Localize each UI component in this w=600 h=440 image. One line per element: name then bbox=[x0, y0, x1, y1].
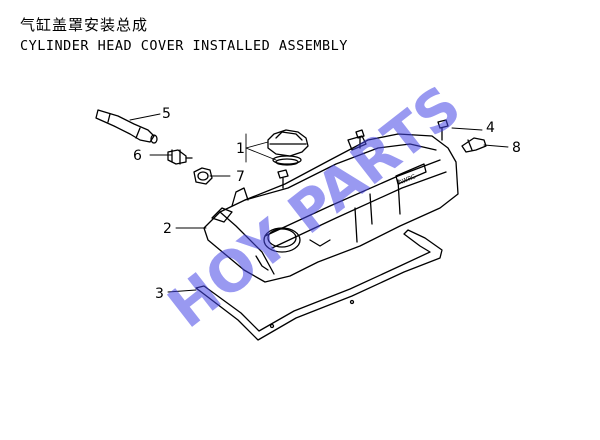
callout-1: 1 bbox=[236, 141, 245, 157]
callout-7: 7 bbox=[236, 169, 245, 185]
part-4-bolts bbox=[277, 119, 449, 189]
callout-2: 2 bbox=[163, 221, 172, 237]
part-3-gasket bbox=[195, 229, 443, 341]
callout-5: 5 bbox=[162, 106, 171, 122]
title-english: CYLINDER HEAD COVER INSTALLED ASSEMBLY bbox=[20, 38, 348, 54]
leader-lines bbox=[129, 113, 509, 293]
callout-3: 3 bbox=[155, 286, 164, 302]
title-chinese: 气缸盖罩安装总成 bbox=[20, 16, 149, 34]
part-1-oil-filler-cap bbox=[267, 129, 309, 166]
part-8-breather-pipe bbox=[461, 137, 487, 153]
callout-8: 8 bbox=[512, 140, 521, 156]
part-5-breather-hose bbox=[95, 109, 158, 144]
callout-6: 6 bbox=[133, 148, 142, 164]
part-7-plug bbox=[193, 167, 213, 185]
callout-4: 4 bbox=[486, 120, 495, 136]
watermark: HOY PARTS bbox=[157, 74, 474, 341]
part-6-pcv-valve bbox=[167, 149, 193, 165]
part-2-cylinder-head-cover: AWRC bbox=[203, 133, 459, 283]
